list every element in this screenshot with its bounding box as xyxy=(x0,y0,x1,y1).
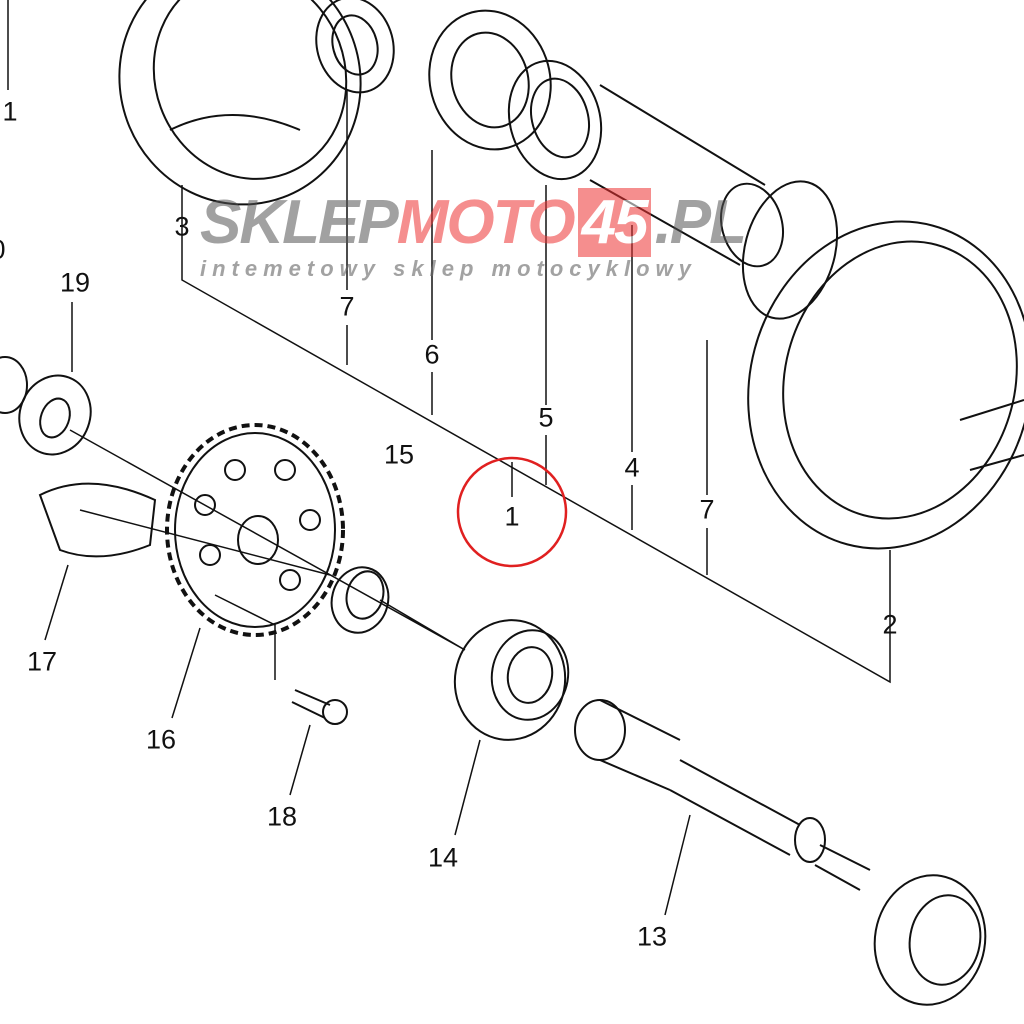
callout-13: 13 xyxy=(636,921,668,952)
watermark-tagline: intemetowy sklep motocyklowy xyxy=(200,256,697,281)
callout-2: 2 xyxy=(882,609,898,640)
bearing-14 xyxy=(453,619,570,741)
callout-18: 18 xyxy=(266,801,298,832)
callout-7-right: 7 xyxy=(699,494,715,525)
callout-4: 4 xyxy=(624,452,640,483)
callout-1-highlighted: 1 xyxy=(504,501,520,532)
needle-bearing xyxy=(507,59,603,181)
leader-lines xyxy=(7,0,891,916)
nut-partial xyxy=(0,356,28,414)
callout-19: 19 xyxy=(59,267,91,298)
washer-19 xyxy=(18,374,92,456)
callout-6: 6 xyxy=(424,339,440,370)
thrust-washer-right xyxy=(741,180,839,320)
callout-7: 7 xyxy=(339,291,355,322)
connecting-rod xyxy=(428,9,552,151)
watermark-moto: MOTO xyxy=(396,188,576,257)
watermark-pl: .PL xyxy=(654,188,747,257)
shaft-13 xyxy=(574,699,871,891)
screw-18 xyxy=(291,689,348,725)
key-17 xyxy=(38,482,157,558)
crank-flywheel-right xyxy=(747,220,1024,550)
collar-15 xyxy=(330,566,390,634)
thrust-washer-top xyxy=(315,0,395,94)
callout-14: 14 xyxy=(427,842,459,873)
callout-3: 3 xyxy=(174,211,190,242)
callout-16: 16 xyxy=(145,724,177,755)
bearing-bottom-right xyxy=(873,874,987,1006)
watermark-sklep: SKLEP xyxy=(200,188,399,257)
callout-5: 5 xyxy=(538,402,554,433)
callout-15: 15 xyxy=(383,439,415,470)
callout-partial: 0 xyxy=(0,236,6,264)
highlight-circle xyxy=(456,456,568,568)
callout-1-top: 1 xyxy=(2,96,18,127)
gear-16 xyxy=(165,423,345,637)
callout-17: 17 xyxy=(26,646,58,677)
crank-flywheel-left xyxy=(118,0,362,206)
watermark-45: 45 xyxy=(577,188,651,257)
